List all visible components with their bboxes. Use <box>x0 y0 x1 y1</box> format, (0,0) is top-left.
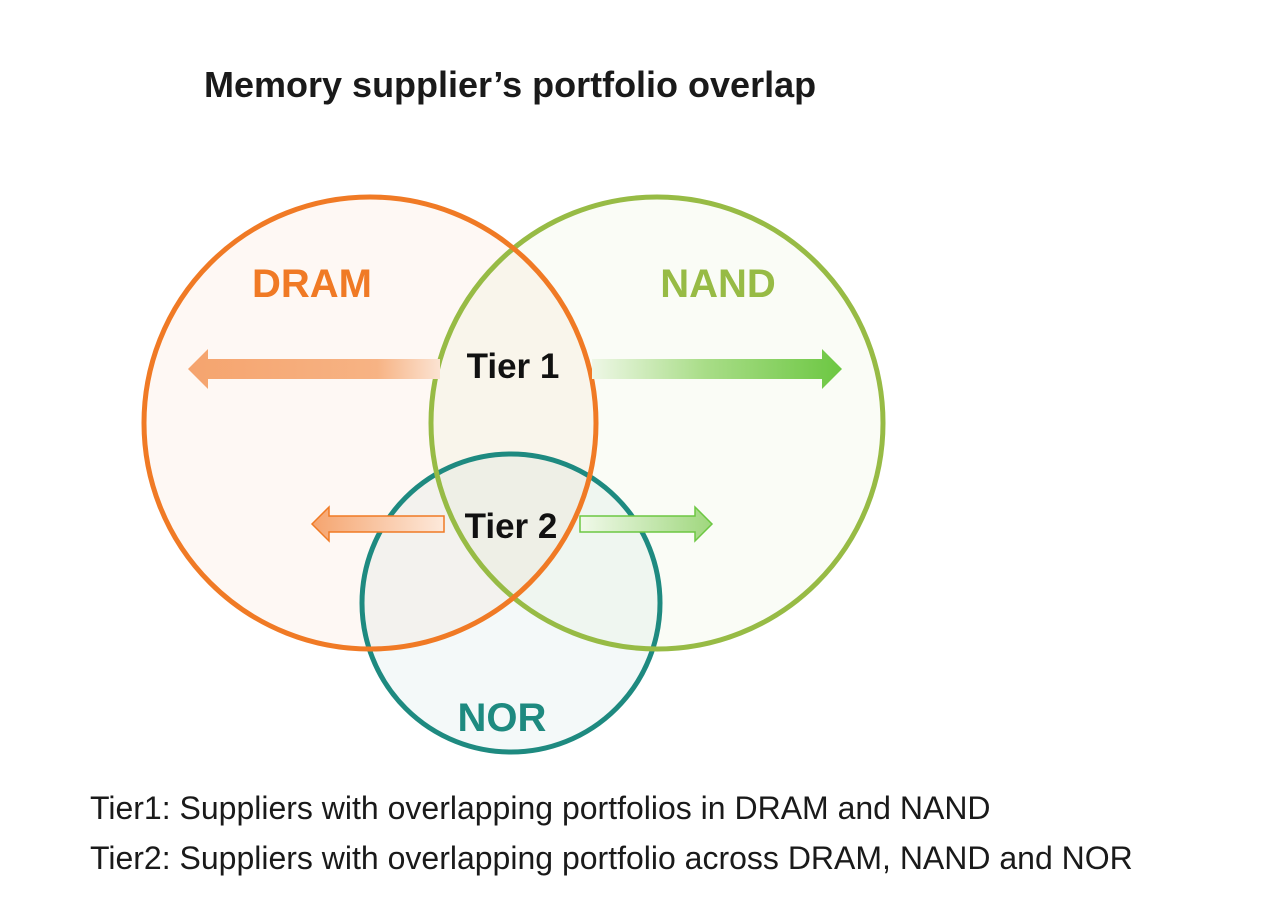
dram-label: DRAM <box>252 262 372 306</box>
tier2-left-arrow <box>310 505 445 543</box>
tier2-right-arrow <box>579 505 714 543</box>
tier2-note: Tier2: Suppliers with overlapping portfo… <box>90 840 1133 876</box>
nand-label: NAND <box>660 262 776 306</box>
tier1-label: Tier 1 <box>467 347 560 386</box>
dram-circle-fill <box>144 197 596 649</box>
tier1-left-arrow <box>188 349 440 389</box>
nor-circle <box>359 451 663 755</box>
tier1-right-arrow <box>592 349 842 389</box>
nand-circle <box>428 194 886 652</box>
diagram-title: Memory supplier’s portfolio overlap <box>204 64 817 105</box>
dram-circle <box>141 194 599 652</box>
nand-circle-fill <box>431 197 883 649</box>
tier1-note: Tier1: Suppliers with overlapping portfo… <box>90 790 991 826</box>
nor-label: NOR <box>458 696 547 740</box>
tier2-label: Tier 2 <box>465 507 558 546</box>
